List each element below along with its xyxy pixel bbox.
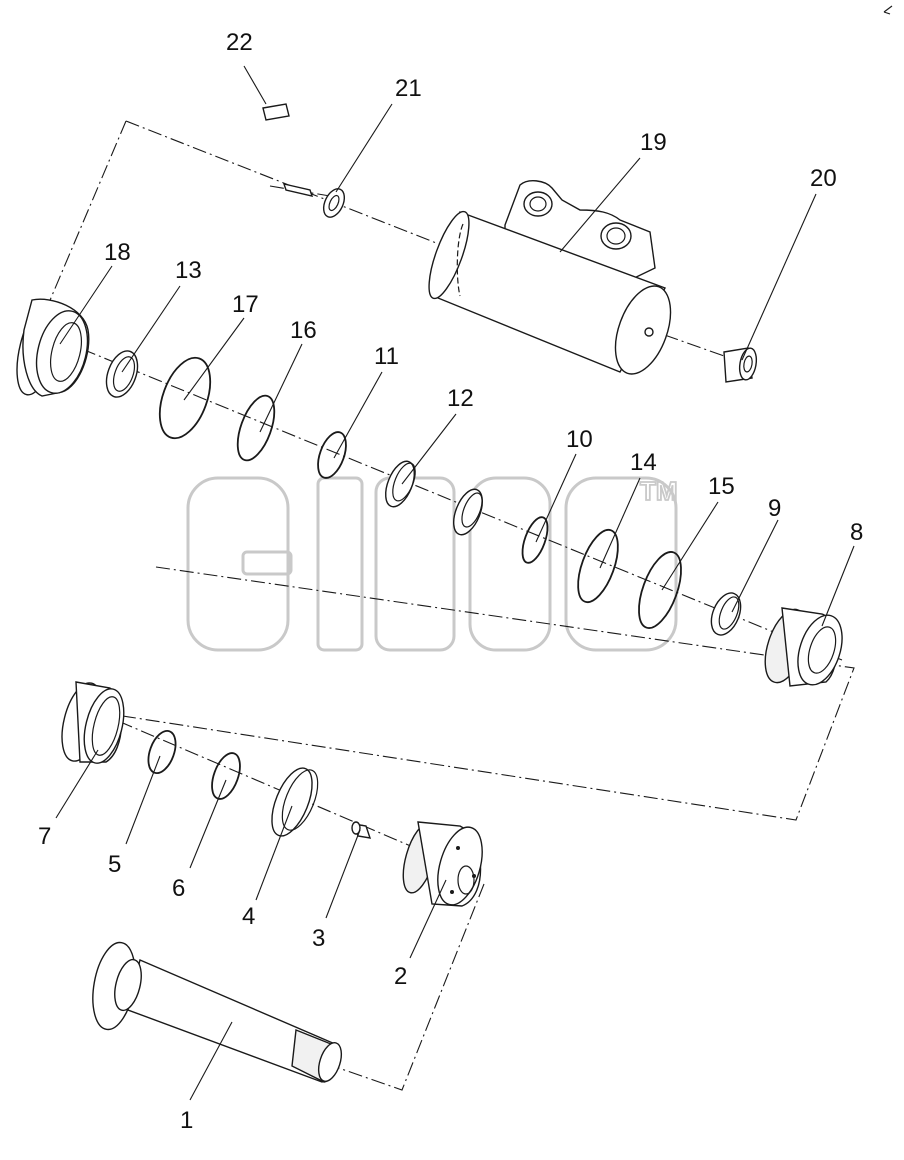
label-7: 7 [38,823,51,850]
part-19-cylinder-barrel [428,180,672,375]
leader-lines [55,65,855,1101]
part-bushing [452,488,484,536]
label-10: 10 [566,426,593,453]
label-11: 11 [374,343,399,370]
label-4: 4 [242,903,255,930]
part-16-o-ring [236,394,276,462]
label-6: 6 [172,875,185,902]
label-14: 14 [630,449,657,476]
label-20: 20 [810,165,837,192]
label-18: 18 [104,239,131,266]
part-21-grease-fitting [282,183,346,218]
part-18-gland-nut [16,298,90,397]
label-9: 9 [768,495,781,522]
part-10-o-ring [521,516,549,564]
label-2: 2 [394,963,407,990]
part-3-pin [351,821,372,839]
part-22-tag [262,103,290,121]
label-21: 21 [395,75,422,102]
part-20-plug [723,347,758,383]
corner-mark [883,5,893,15]
part-14-o-ring [577,528,619,604]
part-17-o-ring [158,356,212,440]
part-12-ring [384,460,416,508]
label-12: 12 [447,385,474,412]
label-1: 1 [180,1107,193,1134]
part-8-head [764,607,843,687]
part-2-piston [402,821,483,907]
part-7-seal-housing [61,681,125,764]
label-15: 15 [708,473,735,500]
label-22: 22 [226,29,253,56]
part-13-ring [105,350,139,398]
label-19: 19 [640,129,667,156]
part-6-o-ring [211,752,241,800]
part-9-ring [710,592,742,636]
label-3: 3 [312,925,325,952]
part-labels: 22 21 19 20 18 13 17 16 11 12 10 14 15 9… [38,29,863,1134]
label-16: 16 [290,317,317,344]
part-15-o-ring [638,551,682,629]
part-4-band [271,767,319,837]
label-5: 5 [108,851,121,878]
part-5-o-ring [147,730,177,774]
label-13: 13 [175,257,202,284]
part-1-piston-rod [92,941,343,1083]
part-11-o-ring [317,431,347,479]
label-17: 17 [232,291,259,318]
watermark-logo: TM [186,475,678,652]
label-8: 8 [850,519,863,546]
watermark-tm: TM [640,476,678,506]
